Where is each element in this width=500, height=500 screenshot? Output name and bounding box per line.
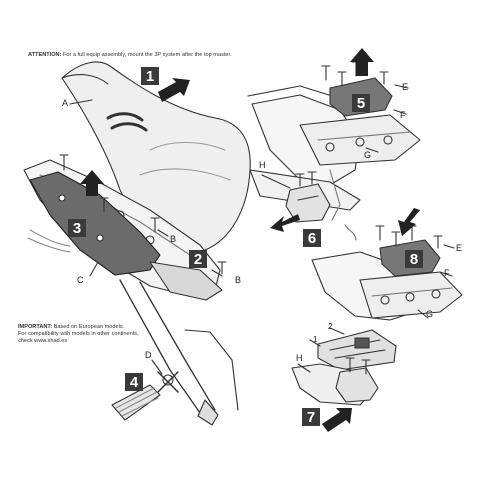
step-6-badge: 6 [303, 229, 321, 247]
step-7-badge: 7 [302, 408, 320, 426]
part-label-b-1: B [170, 234, 177, 244]
important-note: IMPORTANT: Based on European models. For… [18, 324, 168, 345]
step-5-badge: 5 [352, 94, 370, 112]
step-8-badge: 8 [405, 250, 423, 268]
motorcycle-seat [61, 61, 251, 252]
base-plate [317, 329, 397, 371]
attention-note: ATTENTION: For a full equip assembly, mo… [28, 52, 288, 59]
arrow-step-7 [322, 408, 352, 432]
attention-text: For a full equip assembly, mount the 3P … [63, 52, 232, 58]
side-bracket-h-top [285, 171, 331, 223]
part-label-b-2: B [235, 275, 242, 285]
important-line-2: For compatibility with models in other c… [18, 331, 139, 337]
part-label-g-1: G [364, 150, 372, 160]
important-heading: IMPORTANT: [18, 324, 53, 330]
arrow-step-3 [80, 170, 104, 196]
part-label-h-2: H [296, 353, 303, 363]
step-3-badge: 3 [68, 219, 86, 237]
arrow-step-5 [350, 48, 374, 76]
part-label-a: A [62, 98, 69, 108]
arrow-step-6 [270, 214, 300, 232]
side-bracket-h-bottom [291, 357, 379, 406]
frame-rail [119, 279, 239, 426]
part-label-e-2: E [456, 243, 463, 253]
screws-left [59, 154, 227, 275]
part-label-1: 1 [313, 335, 318, 344]
attention-heading: ATTENTION: [28, 52, 62, 58]
part-label-f-2: F [444, 268, 450, 278]
part-label-g-2: G [426, 309, 434, 319]
part-label-c: C [77, 275, 84, 285]
arrow-step-8 [398, 208, 420, 236]
step-2-badge: 2 [189, 250, 207, 268]
part-label-f-1: F [400, 110, 406, 120]
important-line-3: check www.shad.es [18, 338, 68, 344]
rear-bracket [149, 261, 223, 301]
step-4-badge: 4 [125, 373, 143, 391]
arrow-step-1 [158, 78, 190, 102]
part-label-e-1: E [402, 82, 409, 92]
step-1-badge: 1 [141, 67, 159, 85]
part-label-d: D [145, 350, 152, 360]
footpeg [111, 371, 179, 421]
important-text: Based on European models. [53, 324, 125, 330]
part-label-2: 2 [328, 322, 333, 331]
part-label-h-1: H [259, 160, 266, 170]
